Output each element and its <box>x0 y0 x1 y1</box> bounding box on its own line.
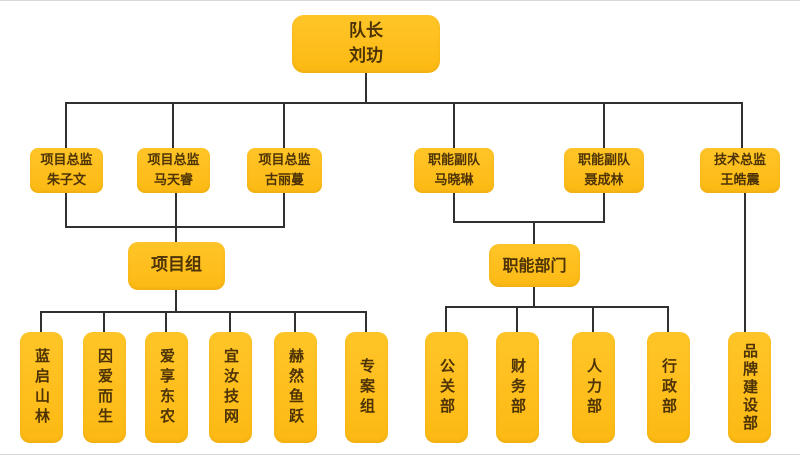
top-edge-line <box>0 0 800 1</box>
node-project-team-3: 爱享东农 <box>145 332 188 443</box>
name-label: 朱子文 <box>46 172 86 188</box>
name-label: 马天睿 <box>153 172 193 188</box>
team-label: 专案组 <box>358 357 376 418</box>
team-leader-name: 刘玏 <box>349 46 383 66</box>
department-label: 公关部 <box>438 357 456 418</box>
role-label: 职能副队 <box>427 153 480 168</box>
node-project-team-6: 专案组 <box>345 332 388 443</box>
connector-line <box>294 311 296 333</box>
connector-line <box>175 290 177 313</box>
role-label: 技术总监 <box>713 153 766 168</box>
team-label: 因爱而生 <box>96 347 114 428</box>
connector-line <box>445 306 447 333</box>
node-project-director-1: 项目总监 朱子文 <box>30 148 103 193</box>
node-functional-deputy-2: 职能副队 聂成林 <box>564 148 644 193</box>
name-label: 古丽蔓 <box>264 172 304 188</box>
connector-line <box>175 193 177 242</box>
name-label: 聂成林 <box>584 172 624 188</box>
node-project-team-1: 蓝启山林 <box>20 332 63 443</box>
department-label: 财务部 <box>509 357 527 418</box>
role-label: 项目总监 <box>147 153 200 168</box>
connector-line <box>65 102 743 104</box>
department-label: 品牌建设部 <box>741 342 759 433</box>
connector-line <box>65 193 67 228</box>
team-label: 爱享东农 <box>158 347 176 428</box>
node-department-4: 行政部 <box>647 332 690 443</box>
name-label: 马晓琳 <box>434 172 474 188</box>
node-brand-department: 品牌建设部 <box>728 332 771 443</box>
connector-line <box>603 193 605 223</box>
node-department-2: 财务部 <box>496 332 539 443</box>
bottom-edge-line <box>0 454 800 455</box>
connector-line <box>172 102 174 149</box>
connector-line <box>741 102 743 149</box>
group-label: 职能部门 <box>502 255 567 275</box>
department-label: 行政部 <box>660 357 678 418</box>
node-tech-director: 技术总监 王皓震 <box>700 148 780 193</box>
connector-line <box>40 311 42 333</box>
connector-line <box>516 306 518 333</box>
group-label: 项目组 <box>151 255 202 276</box>
node-project-team-4: 宜汝技网 <box>209 332 252 443</box>
node-project-team-2: 因爱而生 <box>83 332 126 443</box>
connector-line <box>165 311 167 333</box>
connector-line <box>365 72 367 103</box>
role-label: 职能副队 <box>577 153 630 168</box>
connector-line <box>533 221 535 246</box>
node-team-leader: 队长 刘玏 <box>292 15 440 73</box>
connector-line <box>533 287 535 308</box>
node-functional-departments: 职能部门 <box>489 244 580 287</box>
connector-line <box>453 221 605 223</box>
node-functional-deputy-1: 职能副队 马晓琳 <box>414 148 494 193</box>
connector-line <box>283 193 285 228</box>
node-department-3: 人力部 <box>572 332 615 443</box>
connector-line <box>365 311 367 333</box>
team-label: 蓝启山林 <box>33 347 51 428</box>
connector-line <box>65 102 67 149</box>
role-label: 项目总监 <box>258 153 311 168</box>
connector-line <box>65 226 285 228</box>
team-leader-role: 队长 <box>349 20 383 41</box>
node-department-1: 公关部 <box>425 332 468 443</box>
connector-line <box>453 102 455 149</box>
node-project-group: 项目组 <box>128 242 225 290</box>
department-label: 人力部 <box>585 357 603 418</box>
node-project-director-2: 项目总监 马天睿 <box>137 148 210 193</box>
node-project-director-3: 项目总监 古丽蔓 <box>247 148 322 193</box>
team-label: 宜汝技网 <box>222 347 240 428</box>
connector-line <box>103 311 105 333</box>
connector-line <box>283 102 285 149</box>
connector-line <box>229 311 231 333</box>
name-label: 王皓震 <box>720 172 760 188</box>
node-project-team-5: 赫然鱼跃 <box>274 332 317 443</box>
role-label: 项目总监 <box>40 153 93 168</box>
connector-line <box>453 193 455 223</box>
connector-line <box>40 311 367 313</box>
connector-line <box>592 306 594 333</box>
connector-line <box>445 306 669 308</box>
connector-line <box>603 102 605 149</box>
team-label: 赫然鱼跃 <box>287 347 305 428</box>
connector-line <box>667 306 669 333</box>
connector-line <box>744 193 746 332</box>
